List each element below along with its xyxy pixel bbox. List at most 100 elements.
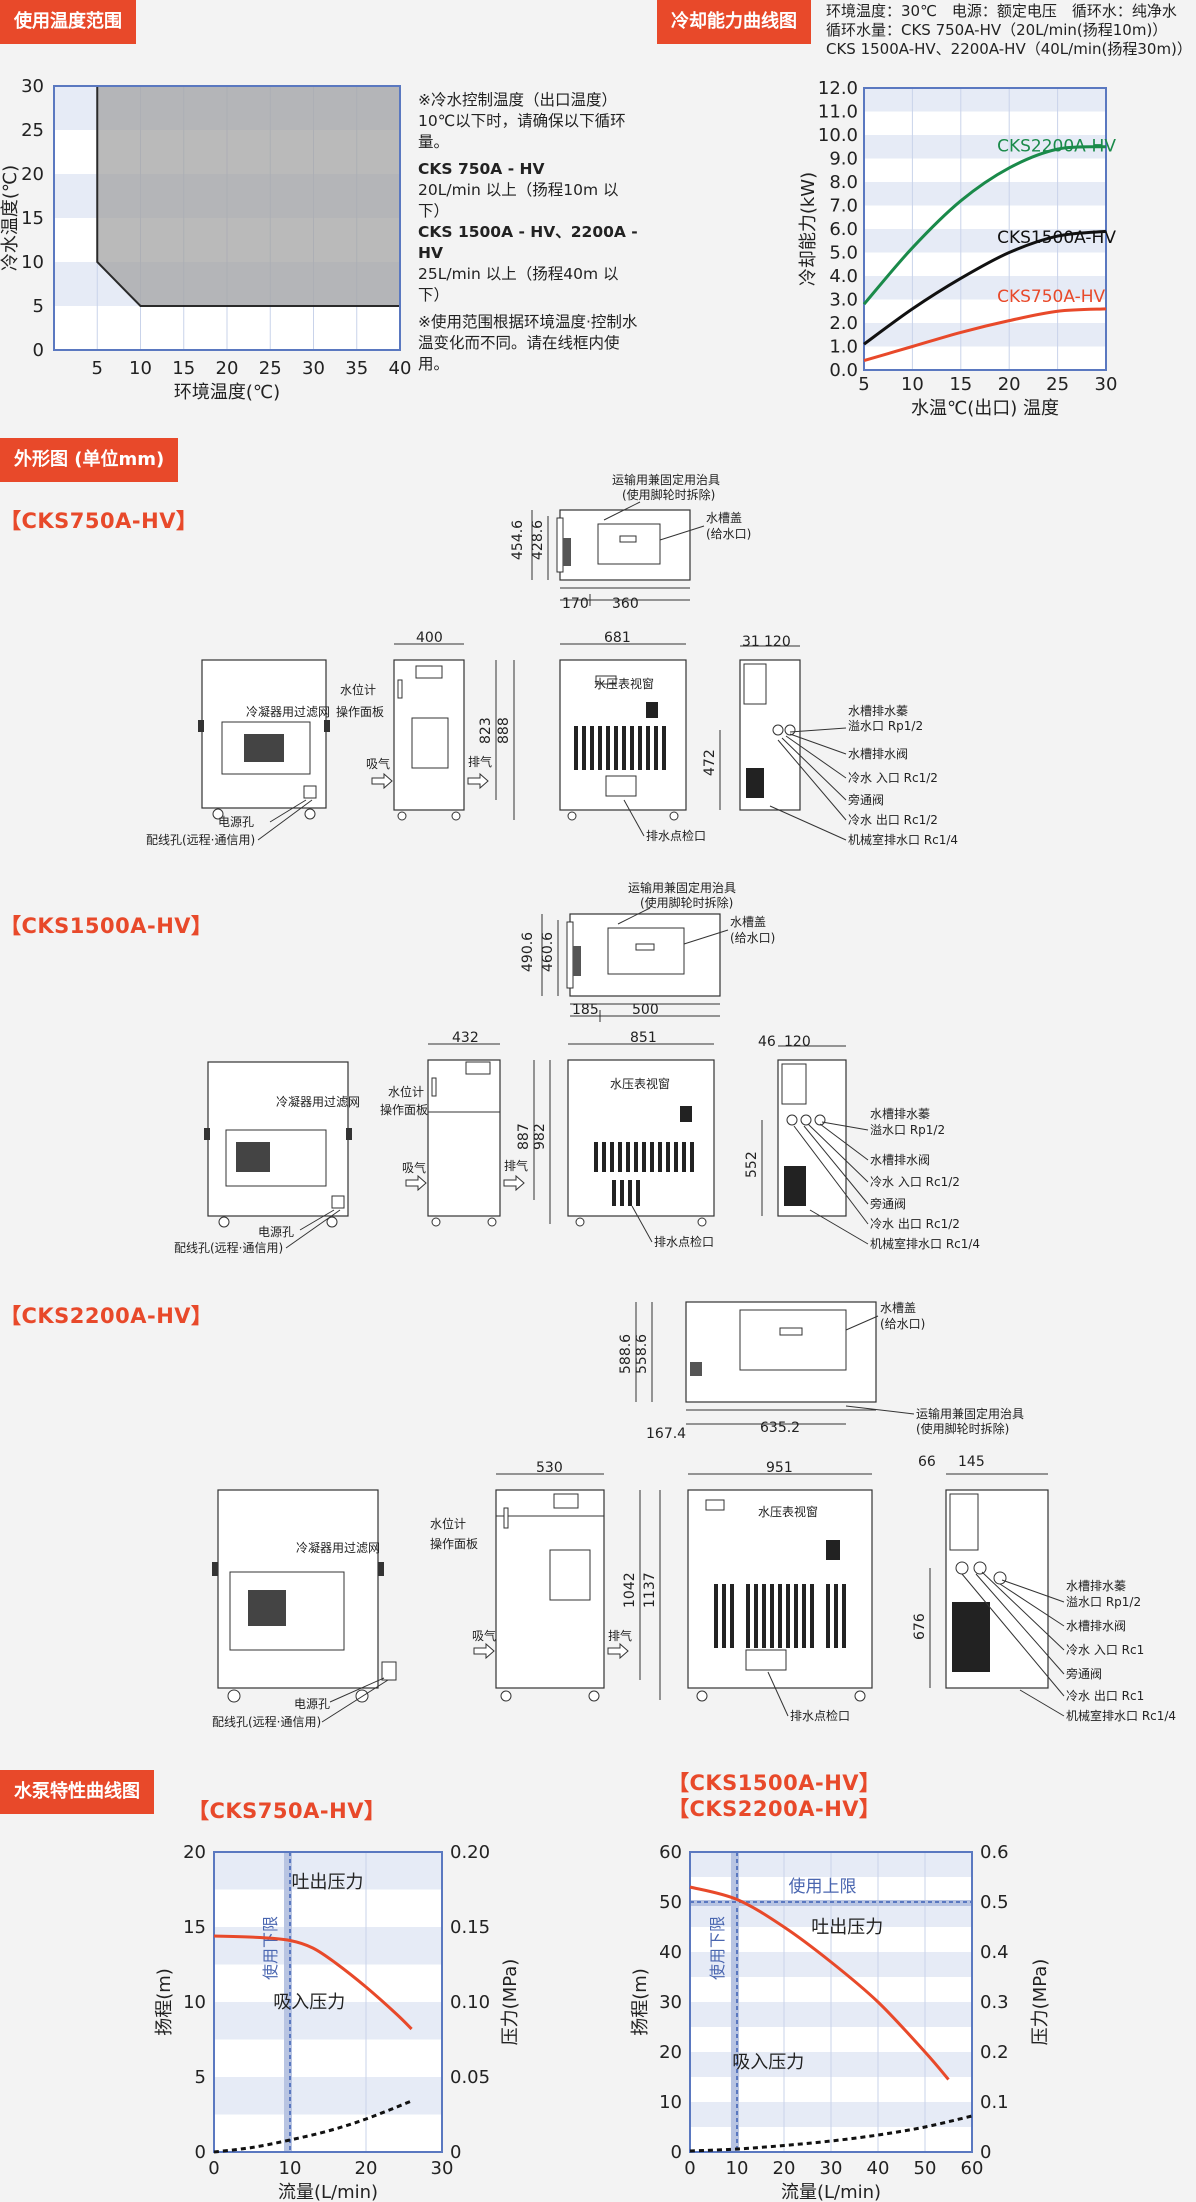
label-750-gauge-window: 水压表视窗 — [594, 676, 654, 691]
drawing-2200-right: 66 145 676 水槽排水蓁 溢水口 Rp1/2 水槽排水阀 冷水 入口 R… — [912, 1454, 1176, 1723]
label-2200-water-level: 水位计 — [430, 1516, 466, 1531]
label-2200-panel: 操作面板 — [430, 1536, 478, 1551]
temp-range-notes: ※冷水控制温度（出口温度）10℃以下时，请确保以下循环量。 CKS 750A -… — [418, 90, 640, 375]
cool-chart-band — [864, 276, 1106, 300]
label-750-intake: 吸气 — [366, 756, 390, 771]
cool-y-tick: 10.0 — [818, 125, 858, 146]
dim-2200-d4: 635.2 — [760, 1420, 800, 1436]
pump750-x-label: 流量(L/min) — [278, 2182, 378, 2202]
pump750-y-label: 扬程(m) — [154, 1968, 175, 2036]
pump1500-limit-label: 使用下限 — [708, 1916, 727, 1980]
label-750-drain-check: 排水点检口 — [646, 828, 706, 843]
pump750-y2-label: 压力(MPa) — [500, 1959, 521, 2046]
label-750-transport: 运输用兼固定用治具 — [612, 472, 720, 487]
temp-x-label: 环境温度(℃) — [174, 382, 280, 403]
drawing-2200-front: 530 1042 1137 水位计 操作面板 吸气 排气 — [430, 1460, 661, 1702]
label-1500-power: 电源孔 — [258, 1225, 294, 1239]
pump1500-limit-band — [731, 1852, 739, 2152]
pump1500-y-tick: 40 — [659, 1942, 682, 1963]
section-header-temp-range: 使用温度范围 — [0, 0, 136, 44]
temp-x-tick: 30 — [302, 358, 325, 379]
cool-chart-band — [864, 111, 1106, 135]
note-model-750: CKS 750A - HV — [418, 160, 545, 178]
label-750-filter: 冷凝器用过滤网 — [246, 704, 330, 719]
label-750-outlet: 冷水 出口 Rc1/2 — [848, 813, 938, 827]
label-1500-intake: 吸气 — [402, 1160, 426, 1175]
cool-chart-band — [864, 346, 1106, 370]
pump1500-x-tick: 60 — [961, 2158, 984, 2179]
temp-x-tick: 15 — [172, 358, 195, 379]
drawing-2200-top: 588.6 558.6 167.4 635.2 运输用兼固定用治具 (使用脚轮时… — [618, 1301, 1024, 1442]
pump1500-y-tick: 30 — [659, 1992, 682, 2013]
temp-x-tick: 25 — [259, 358, 282, 379]
pump750-y2-tick: 0.10 — [450, 1992, 490, 2013]
label-2200-power: 电源孔 — [294, 1697, 330, 1711]
label-2200-outlet: 冷水 出口 Rc1 — [1066, 1689, 1144, 1703]
cooling-condition-line3: CKS 1500A-HV、2200A-HV（40L/min(扬程30m)） — [826, 40, 1192, 58]
drawing-2200-back: 冷凝器用过滤网 电源孔 配线孔(远程·通信用) — [212, 1489, 397, 1729]
model-title-750: 【CKS750A-HV】 — [0, 509, 198, 533]
cool-chart-frame — [863, 87, 1107, 371]
pump750-band — [214, 1889, 442, 1927]
pump1500-y2-tick: 0.4 — [980, 1942, 1009, 1963]
label-1500-filter: 冷凝器用过滤网 — [276, 1094, 360, 1109]
cool-series-line-CKS750A-HV — [863, 307, 1107, 363]
label-1500-drain-valve: 水槽排水阀 — [870, 1153, 930, 1167]
dim-1500-d3: 185 — [572, 1002, 599, 1018]
label-2200-bypass: 旁通阀 — [1066, 1666, 1102, 1681]
pump1500-series-line-吸入压力 — [689, 2114, 973, 2153]
label-2200-filter: 冷凝器用过滤网 — [296, 1540, 380, 1555]
drawing-750-top: 454.6 428.6 170 360 运输用兼固定用治具 (使用脚轮时拆除) … — [510, 472, 751, 612]
pump750-band — [214, 2039, 442, 2077]
cool-series-line-CKS1500A-HV — [863, 229, 1107, 346]
cool-y-tick: 6.0 — [829, 219, 858, 240]
note-usage-range: ※使用范围根据环境温度·控制水温变化而不同。请在线框内使用。 — [418, 313, 638, 373]
pump750-x-tick: 20 — [355, 2158, 378, 2179]
cool-x-tick: 10 — [901, 374, 924, 395]
dim-750-d2: 428.6 — [530, 520, 546, 560]
pump1500-y-tick: 50 — [659, 1892, 682, 1913]
dim-750-s3: 472 — [702, 749, 718, 776]
label-1500-inlet: 冷水 入口 Rc1/2 — [870, 1175, 960, 1189]
dim-1500-width: 432 — [452, 1030, 479, 1046]
cool-chart-band — [864, 205, 1106, 229]
label-1500-bypass: 旁通阀 — [870, 1196, 906, 1211]
drawing-750-back: 冷凝器用过滤网 电源孔 配线孔(远程·通信用) — [146, 659, 330, 847]
label-2200-tank-cover: 水槽盖 — [880, 1301, 916, 1315]
pump1500-series-line-吐出压力 — [689, 1885, 950, 2081]
pump1500-y2-tick: 0.5 — [980, 1892, 1009, 1913]
cool-series-label-CKS1500A-HV: CKS1500A-HV — [997, 228, 1116, 248]
model-title-2200: 【CKS2200A-HV】 — [0, 1304, 213, 1328]
drawing-1500-top: 490.6 460.6 185 500 运输用兼固定用治具 (使用脚轮时拆除) … — [520, 880, 775, 1022]
label-1500-tank-cover: 水槽盖 — [730, 915, 766, 929]
pump-title-750: 【CKS750A-HV】 — [188, 1799, 386, 1823]
cool-x-tick: 5 — [858, 374, 869, 395]
note-circulation: ※冷水控制温度（出口温度）10℃以下时，请确保以下循环量。 — [418, 91, 626, 151]
dim-750-depth: 681 — [604, 630, 631, 646]
label-1500-exhaust: 排气 — [504, 1158, 528, 1173]
pump1500-x-tick: 10 — [726, 2158, 749, 2179]
section-header-pump-curve: 水泵特性曲线图 — [0, 1770, 154, 1814]
label-2200-intake: 吸气 — [472, 1628, 496, 1643]
label-1500-outlet: 冷水 出口 Rc1/2 — [870, 1217, 960, 1231]
cool-chart-band — [864, 299, 1106, 323]
note-flow-750: 20L/min 以上（扬程10m 以下） — [418, 181, 619, 220]
cool-series-label-CKS2200A-HV: CKS2200A-HV — [997, 136, 1116, 156]
pump750-band — [214, 2114, 442, 2152]
cool-y-tick: 12.0 — [818, 78, 858, 99]
drawing-750-front: 400 823 888 水位计 操作面板 吸气 排气 — [336, 630, 515, 821]
dim-1500-s3: 552 — [744, 1151, 760, 1178]
label-750-tank-cover-note: (给水口) — [706, 527, 751, 541]
model-title-1500: 【CKS1500A-HV】 — [0, 914, 213, 938]
pump1500-y-tick: 60 — [659, 1842, 682, 1863]
label-2200-drain-check: 排水点检口 — [790, 1708, 850, 1723]
pump750-y-tick: 0 — [195, 2142, 206, 2163]
pump1500-y-tick: 0 — [671, 2142, 682, 2163]
temp-x-tick: 5 — [92, 358, 103, 379]
pump750-y-tick: 15 — [183, 1917, 206, 1938]
label-1500-overflow: 溢水口 Rp1/2 — [870, 1123, 945, 1137]
